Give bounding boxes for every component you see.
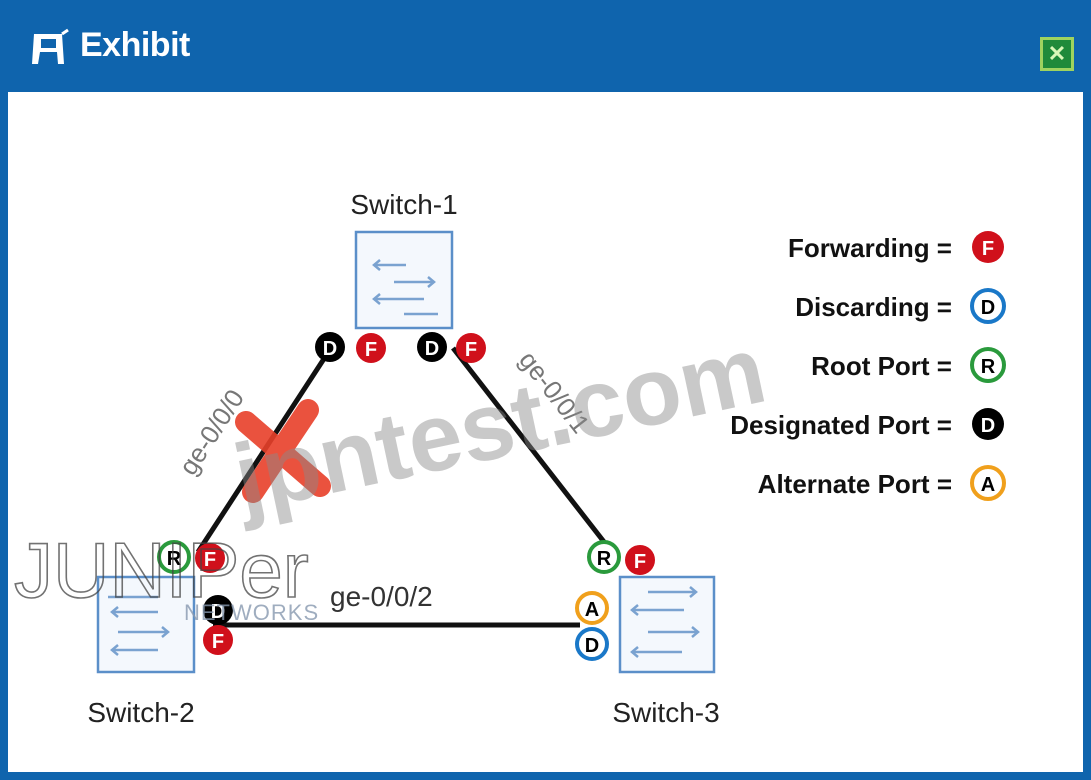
switch-2: Switch-2 xyxy=(87,575,196,728)
switch-1: Switch-1 xyxy=(350,189,458,330)
legend-item-forwarding: Forwarding = F xyxy=(788,231,1004,263)
legend-label: Designated Port = xyxy=(730,410,952,440)
blocked-link-mark xyxy=(235,399,331,503)
switch-3: Switch-3 xyxy=(612,575,720,728)
exhibit-content: Switch-1 Switch-2 xyxy=(8,92,1083,772)
svg-text:F: F xyxy=(212,631,224,653)
s3-upper-role-badge: R xyxy=(587,540,621,574)
switch-1-label: Switch-1 xyxy=(350,189,457,220)
link-ge-0-0-1 xyxy=(451,346,610,549)
legend-item-discarding: Discarding = D xyxy=(795,288,1006,324)
s2-role-badge: R xyxy=(157,540,191,574)
svg-text:F: F xyxy=(365,339,377,361)
brand-watermark: JUNIPer xyxy=(14,526,309,614)
legend-item-designated-port: Designated Port = D xyxy=(730,408,1004,440)
svg-text:D: D xyxy=(585,635,599,657)
switch-3-label: Switch-3 xyxy=(612,697,719,728)
s1-left-role-badge: D xyxy=(315,332,345,362)
exhibit-icon xyxy=(32,28,69,64)
brand-watermark-sub: NETWORKS xyxy=(184,600,319,625)
legend-label: Alternate Port = xyxy=(758,469,952,499)
svg-text:A: A xyxy=(981,474,995,496)
switch-2-label: Switch-2 xyxy=(87,697,194,728)
s1-right-role-badge: D xyxy=(417,332,447,362)
s1-left-state-badge: F xyxy=(356,333,386,363)
window-title: Exhibit xyxy=(80,26,190,64)
legend: Forwarding = F Discarding = D Root Port … xyxy=(730,231,1006,501)
s2-lower-role-badge: D xyxy=(203,595,233,625)
svg-text:R: R xyxy=(167,548,182,570)
svg-text:R: R xyxy=(597,548,612,570)
svg-text:F: F xyxy=(465,339,477,361)
legend-label: Forwarding = xyxy=(788,233,952,263)
legend-label: Root Port = xyxy=(811,351,952,381)
svg-text:D: D xyxy=(323,338,337,360)
s3-lower-role-badge: A xyxy=(575,591,609,625)
svg-text:D: D xyxy=(425,338,439,360)
link-ge-0-0-2-label: ge-0/0/2 xyxy=(330,581,433,612)
svg-text:F: F xyxy=(204,549,216,571)
legend-item-alternate-port: Alternate Port = A xyxy=(758,465,1006,501)
legend-item-root-port: Root Port = R xyxy=(811,347,1006,383)
s2-lower-state-badge: F xyxy=(203,625,233,655)
svg-text:F: F xyxy=(982,238,994,260)
svg-text:R: R xyxy=(981,356,996,378)
legend-label: Discarding = xyxy=(795,292,952,322)
svg-text:D: D xyxy=(981,297,995,319)
s3-upper-state-badge: F xyxy=(625,545,655,575)
s3-lower-state-badge: D xyxy=(575,627,609,661)
stp-diagram: Switch-1 Switch-2 xyxy=(13,189,1006,728)
svg-text:A: A xyxy=(585,599,599,621)
s2-state-badge: F xyxy=(195,543,225,573)
close-button[interactable]: ✕ xyxy=(1040,37,1074,71)
s1-right-state-badge: F xyxy=(456,333,486,363)
svg-text:F: F xyxy=(634,551,646,573)
svg-text:D: D xyxy=(211,601,225,623)
svg-text:D: D xyxy=(981,415,995,437)
site-watermark: jpntest.com xyxy=(223,316,774,533)
close-icon: ✕ xyxy=(1047,41,1067,66)
title-bar: Exhibit ✕ xyxy=(8,0,1083,92)
